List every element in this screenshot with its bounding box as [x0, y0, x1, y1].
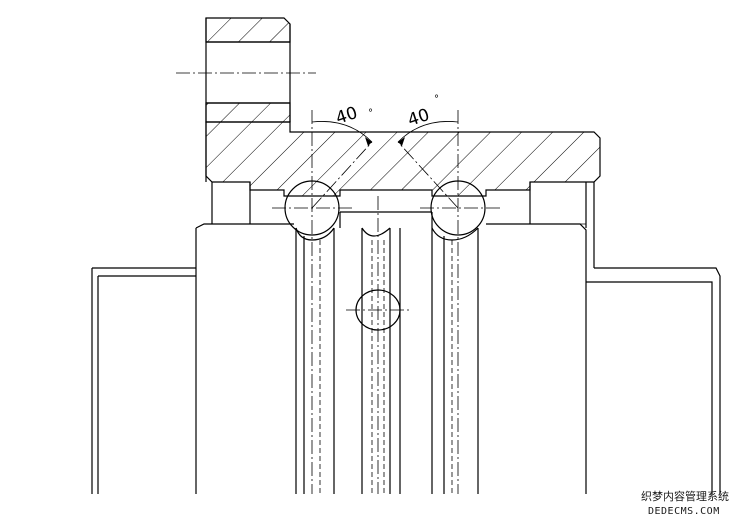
left-angle-arc: [311, 121, 373, 143]
right-angle-label: 40: [405, 105, 432, 131]
rolling-elements: [284, 180, 486, 331]
watermark-line1: 织梦内容管理系统: [641, 489, 729, 503]
hidden-lines: [319, 240, 453, 494]
right-angle-degree: °: [434, 94, 439, 105]
ring-body-hatch: [205, 121, 601, 197]
outer-flange-section: [205, 17, 601, 197]
bolt-hole-outline: [206, 41, 290, 104]
left-angle-degree: °: [368, 108, 373, 119]
left-angle-label: 40: [333, 103, 360, 129]
watermark: 织梦内容管理系统 DEDECMS.COM: [641, 489, 729, 517]
right-angle-arc: [397, 121, 459, 143]
flange-upper-hatch: [205, 17, 291, 43]
inner-ring: [195, 211, 587, 494]
watermark-line2: DEDECMS.COM: [648, 506, 720, 517]
flange-mid-hatch: [205, 102, 291, 123]
outer-ring-walls: [211, 182, 595, 268]
shaft-sleeves: [91, 267, 721, 494]
center-lines: [176, 72, 500, 494]
